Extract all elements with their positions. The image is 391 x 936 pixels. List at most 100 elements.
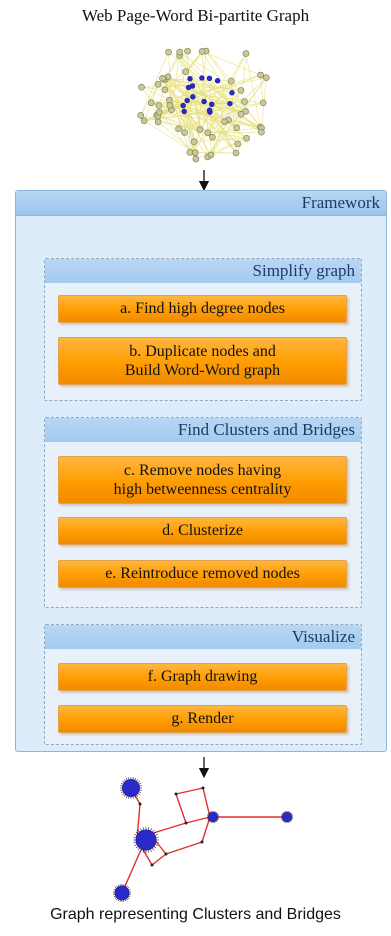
- section-header-visualize: Visualize: [45, 625, 361, 649]
- step-a-line-1: a. Find high degree nodes: [120, 300, 285, 317]
- step-b-line-1: b. Duplicate nodes and: [129, 343, 276, 360]
- graph-edge: [189, 77, 267, 153]
- graph-node: [227, 100, 233, 107]
- graph-node: [181, 129, 188, 136]
- section-header-find-clusters: Find Clusters and Bridges: [45, 418, 361, 442]
- graph-node: [192, 155, 200, 163]
- graph-node: [138, 83, 145, 91]
- output-graph-edges: [121, 787, 287, 894]
- graph-node: [184, 47, 191, 55]
- bridge-edge: [165, 841, 203, 855]
- graph-node: [180, 102, 186, 109]
- bridge-edge: [201, 816, 211, 843]
- step-g-render: g. Render: [58, 705, 347, 733]
- graph-edge: [210, 119, 229, 156]
- graph-node: [229, 90, 235, 96]
- graph-edge: [217, 80, 231, 104]
- graph-edge: [188, 87, 237, 154]
- graph-edge: [157, 74, 261, 117]
- graph-node: [190, 138, 198, 146]
- cluster-right-hub: [207, 811, 219, 823]
- graph-node: [165, 48, 172, 56]
- graph-edge: [178, 102, 264, 130]
- graph-node: [206, 75, 213, 81]
- graph-node: [196, 126, 204, 133]
- graph-node: [184, 97, 190, 104]
- step-c-line-1: c. Remove nodes having: [123, 462, 282, 479]
- graph-edge: [183, 111, 212, 156]
- graph-node: [155, 102, 163, 109]
- graph-node: [187, 76, 193, 82]
- cluster-far-right: [281, 811, 293, 823]
- graph-edge: [192, 85, 225, 122]
- graph-node: [214, 77, 221, 84]
- graph-edge: [156, 51, 203, 116]
- graph-edge: [179, 51, 210, 79]
- graph-node: [155, 108, 163, 116]
- graph-node: [257, 71, 264, 79]
- graph-node: [221, 118, 228, 125]
- graph-node: [204, 129, 211, 137]
- step-d-clusterize: d. Clusterize: [58, 517, 347, 545]
- step-g-line-1: g. Render: [171, 710, 234, 727]
- graph-node: [209, 133, 216, 141]
- graph-node: [237, 87, 245, 94]
- graph-node: [259, 99, 267, 107]
- bridge-edge: [175, 787, 204, 795]
- graph-node: [190, 94, 196, 100]
- graph-node: [206, 107, 213, 113]
- cluster-core: [282, 812, 292, 822]
- graph-edge: [209, 78, 225, 122]
- step-e-reintroduce-removed-nodes: e. Reintroduce removed nodes: [58, 560, 347, 588]
- graph-edge: [156, 114, 201, 130]
- graph-node: [258, 128, 265, 136]
- cluster-core: [122, 779, 140, 797]
- graph-edge: [245, 53, 261, 128]
- graph-edge: [189, 78, 213, 138]
- bridge-edge: [185, 816, 211, 824]
- graph-edge: [185, 71, 246, 112]
- graph-node: [182, 68, 189, 75]
- bridge-edge: [202, 787, 211, 818]
- graph-node: [241, 98, 248, 105]
- graph-node: [140, 117, 148, 125]
- graph-edge: [167, 76, 237, 154]
- input-graph-edges: [140, 50, 267, 160]
- graph-node: [209, 101, 215, 108]
- graph-edge: [189, 78, 208, 158]
- section-header-simplify-graph: Simplify graph: [45, 259, 361, 283]
- graph-edge: [157, 121, 196, 154]
- graph-edge: [211, 104, 262, 129]
- graph-node: [175, 125, 182, 133]
- graph-node: [147, 99, 155, 107]
- bridge-node: [138, 802, 142, 806]
- graph-node: [201, 98, 207, 105]
- graph-node: [228, 77, 235, 85]
- graph-edge: [141, 85, 193, 88]
- graph-node: [242, 50, 250, 57]
- graph-edge: [143, 120, 196, 154]
- output-graph-title: Graph representing Clusters and Bridges: [50, 906, 341, 923]
- cluster-core: [114, 885, 130, 901]
- step-c-remove-nodes: c. Remove nodes having high betweenness …: [58, 456, 347, 504]
- cluster-core: [135, 829, 157, 851]
- graph-node: [232, 149, 240, 157]
- cluster-core: [208, 812, 218, 822]
- graph-edge: [159, 111, 262, 129]
- step-c-line-2: high betweenness centrality: [113, 481, 292, 498]
- graph-edge: [210, 121, 225, 156]
- graph-node: [185, 84, 192, 91]
- graph-edge: [201, 77, 246, 112]
- input-graph-title: Web Page-Word Bi-partite Graph: [81, 6, 310, 25]
- graph-node: [207, 151, 215, 159]
- cluster-bottom: [113, 884, 131, 902]
- graph-node: [233, 124, 240, 132]
- graph-node: [243, 134, 250, 142]
- graph-edge: [144, 111, 185, 122]
- graph-edge: [205, 50, 232, 82]
- graph-edge: [151, 102, 229, 121]
- step-d-line-1: d. Clusterize: [162, 522, 243, 539]
- bridge-edge: [151, 853, 167, 866]
